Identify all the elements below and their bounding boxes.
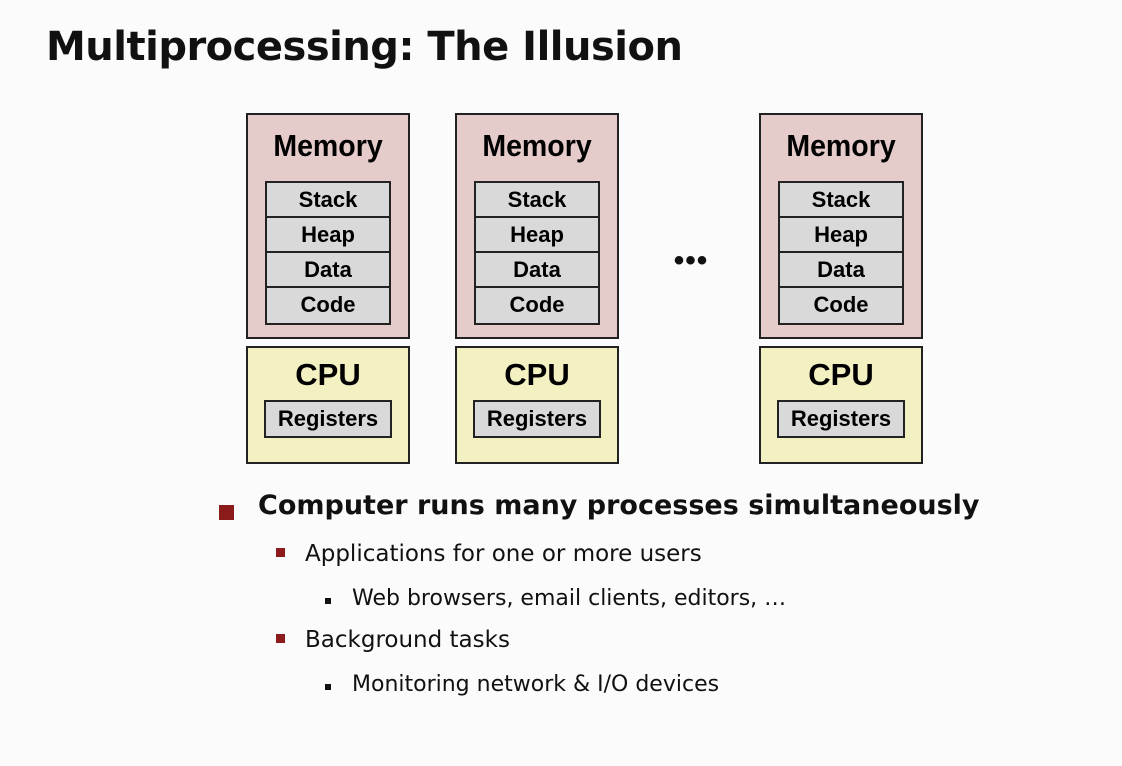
bullet-level3: Monitoring network & I/O devices bbox=[352, 672, 720, 697]
segment-heap: Heap bbox=[780, 218, 902, 253]
memory-segments: Stack Heap Data Code bbox=[474, 181, 600, 325]
segment-data: Data bbox=[780, 253, 902, 288]
segment-stack: Stack bbox=[476, 183, 598, 218]
cpu-box: CPU Registers bbox=[246, 346, 410, 464]
bullet-level2: Applications for one or more users bbox=[305, 541, 702, 567]
bullet-square-icon bbox=[325, 598, 331, 604]
process-column: Memory Stack Heap Data Code CPU Register… bbox=[455, 113, 619, 464]
bullet-level3: Web browsers, email clients, editors, … bbox=[352, 586, 787, 611]
segment-stack: Stack bbox=[780, 183, 902, 218]
more-processes-ellipsis: ••• bbox=[673, 244, 709, 277]
memory-segments: Stack Heap Data Code bbox=[778, 181, 904, 325]
segment-code: Code bbox=[267, 288, 389, 323]
memory-segments: Stack Heap Data Code bbox=[265, 181, 391, 325]
bullet-square-icon bbox=[276, 548, 285, 557]
process-column: Memory Stack Heap Data Code CPU Register… bbox=[246, 113, 410, 464]
registers-box: Registers bbox=[264, 400, 392, 438]
bullet-square-icon bbox=[219, 505, 234, 520]
cpu-box: CPU Registers bbox=[455, 346, 619, 464]
segment-code: Code bbox=[780, 288, 902, 323]
memory-box: Memory Stack Heap Data Code bbox=[455, 113, 619, 339]
slide-title: Multiprocessing: The Illusion bbox=[46, 24, 683, 70]
registers-box: Registers bbox=[777, 400, 905, 438]
segment-heap: Heap bbox=[476, 218, 598, 253]
bullet-square-icon bbox=[276, 634, 285, 643]
segment-data: Data bbox=[267, 253, 389, 288]
bullet-level1: Computer runs many processes simultaneou… bbox=[258, 490, 980, 521]
cpu-label: CPU bbox=[295, 357, 361, 392]
cpu-label: CPU bbox=[808, 357, 874, 392]
memory-box: Memory Stack Heap Data Code bbox=[246, 113, 410, 339]
bullet-level2: Background tasks bbox=[305, 627, 510, 653]
memory-label: Memory bbox=[273, 128, 383, 163]
memory-label: Memory bbox=[786, 128, 896, 163]
cpu-box: CPU Registers bbox=[759, 346, 923, 464]
segment-code: Code bbox=[476, 288, 598, 323]
registers-box: Registers bbox=[473, 400, 601, 438]
segment-data: Data bbox=[476, 253, 598, 288]
segment-heap: Heap bbox=[267, 218, 389, 253]
process-column: Memory Stack Heap Data Code CPU Register… bbox=[759, 113, 923, 464]
bullet-square-icon bbox=[325, 684, 331, 690]
cpu-label: CPU bbox=[504, 357, 570, 392]
segment-stack: Stack bbox=[267, 183, 389, 218]
memory-label: Memory bbox=[482, 128, 592, 163]
memory-box: Memory Stack Heap Data Code bbox=[759, 113, 923, 339]
